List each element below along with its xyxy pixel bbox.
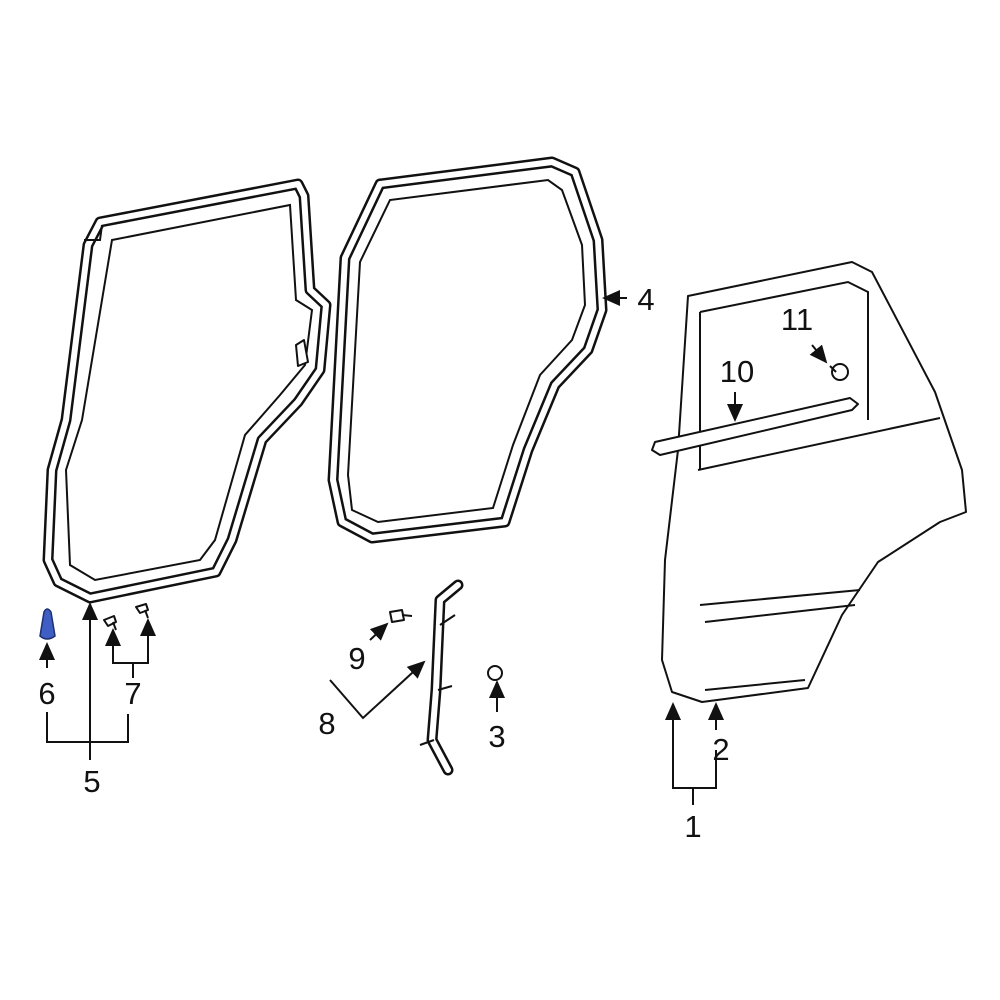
callout-2: 2 [712,732,729,767]
callout-8: 8 [318,706,335,741]
callout-7: 7 [124,676,141,711]
callout-1: 1 [684,809,701,844]
door-weatherstrip-part-4[interactable] [327,156,608,544]
plug-part-3[interactable] [487,665,503,681]
callout-10: 10 [720,354,754,389]
callout-3: 3 [488,719,505,754]
callout-9: 9 [348,641,365,676]
screws-part-7[interactable] [103,603,149,631]
door-shell-part-1[interactable] [661,261,967,703]
callout-4: 4 [637,282,654,317]
door-frame-weatherstrip-part-5[interactable] [42,178,332,604]
bumper-part-6[interactable] [39,608,56,640]
callout-5: 5 [83,764,100,799]
callout-11: 11 [781,302,813,337]
callout-6: 6 [38,676,55,711]
callout-lines [39,290,828,805]
seal-strip-part-8[interactable] [419,579,464,776]
clip-part-11[interactable] [829,363,849,381]
belt-molding-part-10[interactable] [651,397,859,456]
fastener-part-9[interactable] [389,609,413,623]
